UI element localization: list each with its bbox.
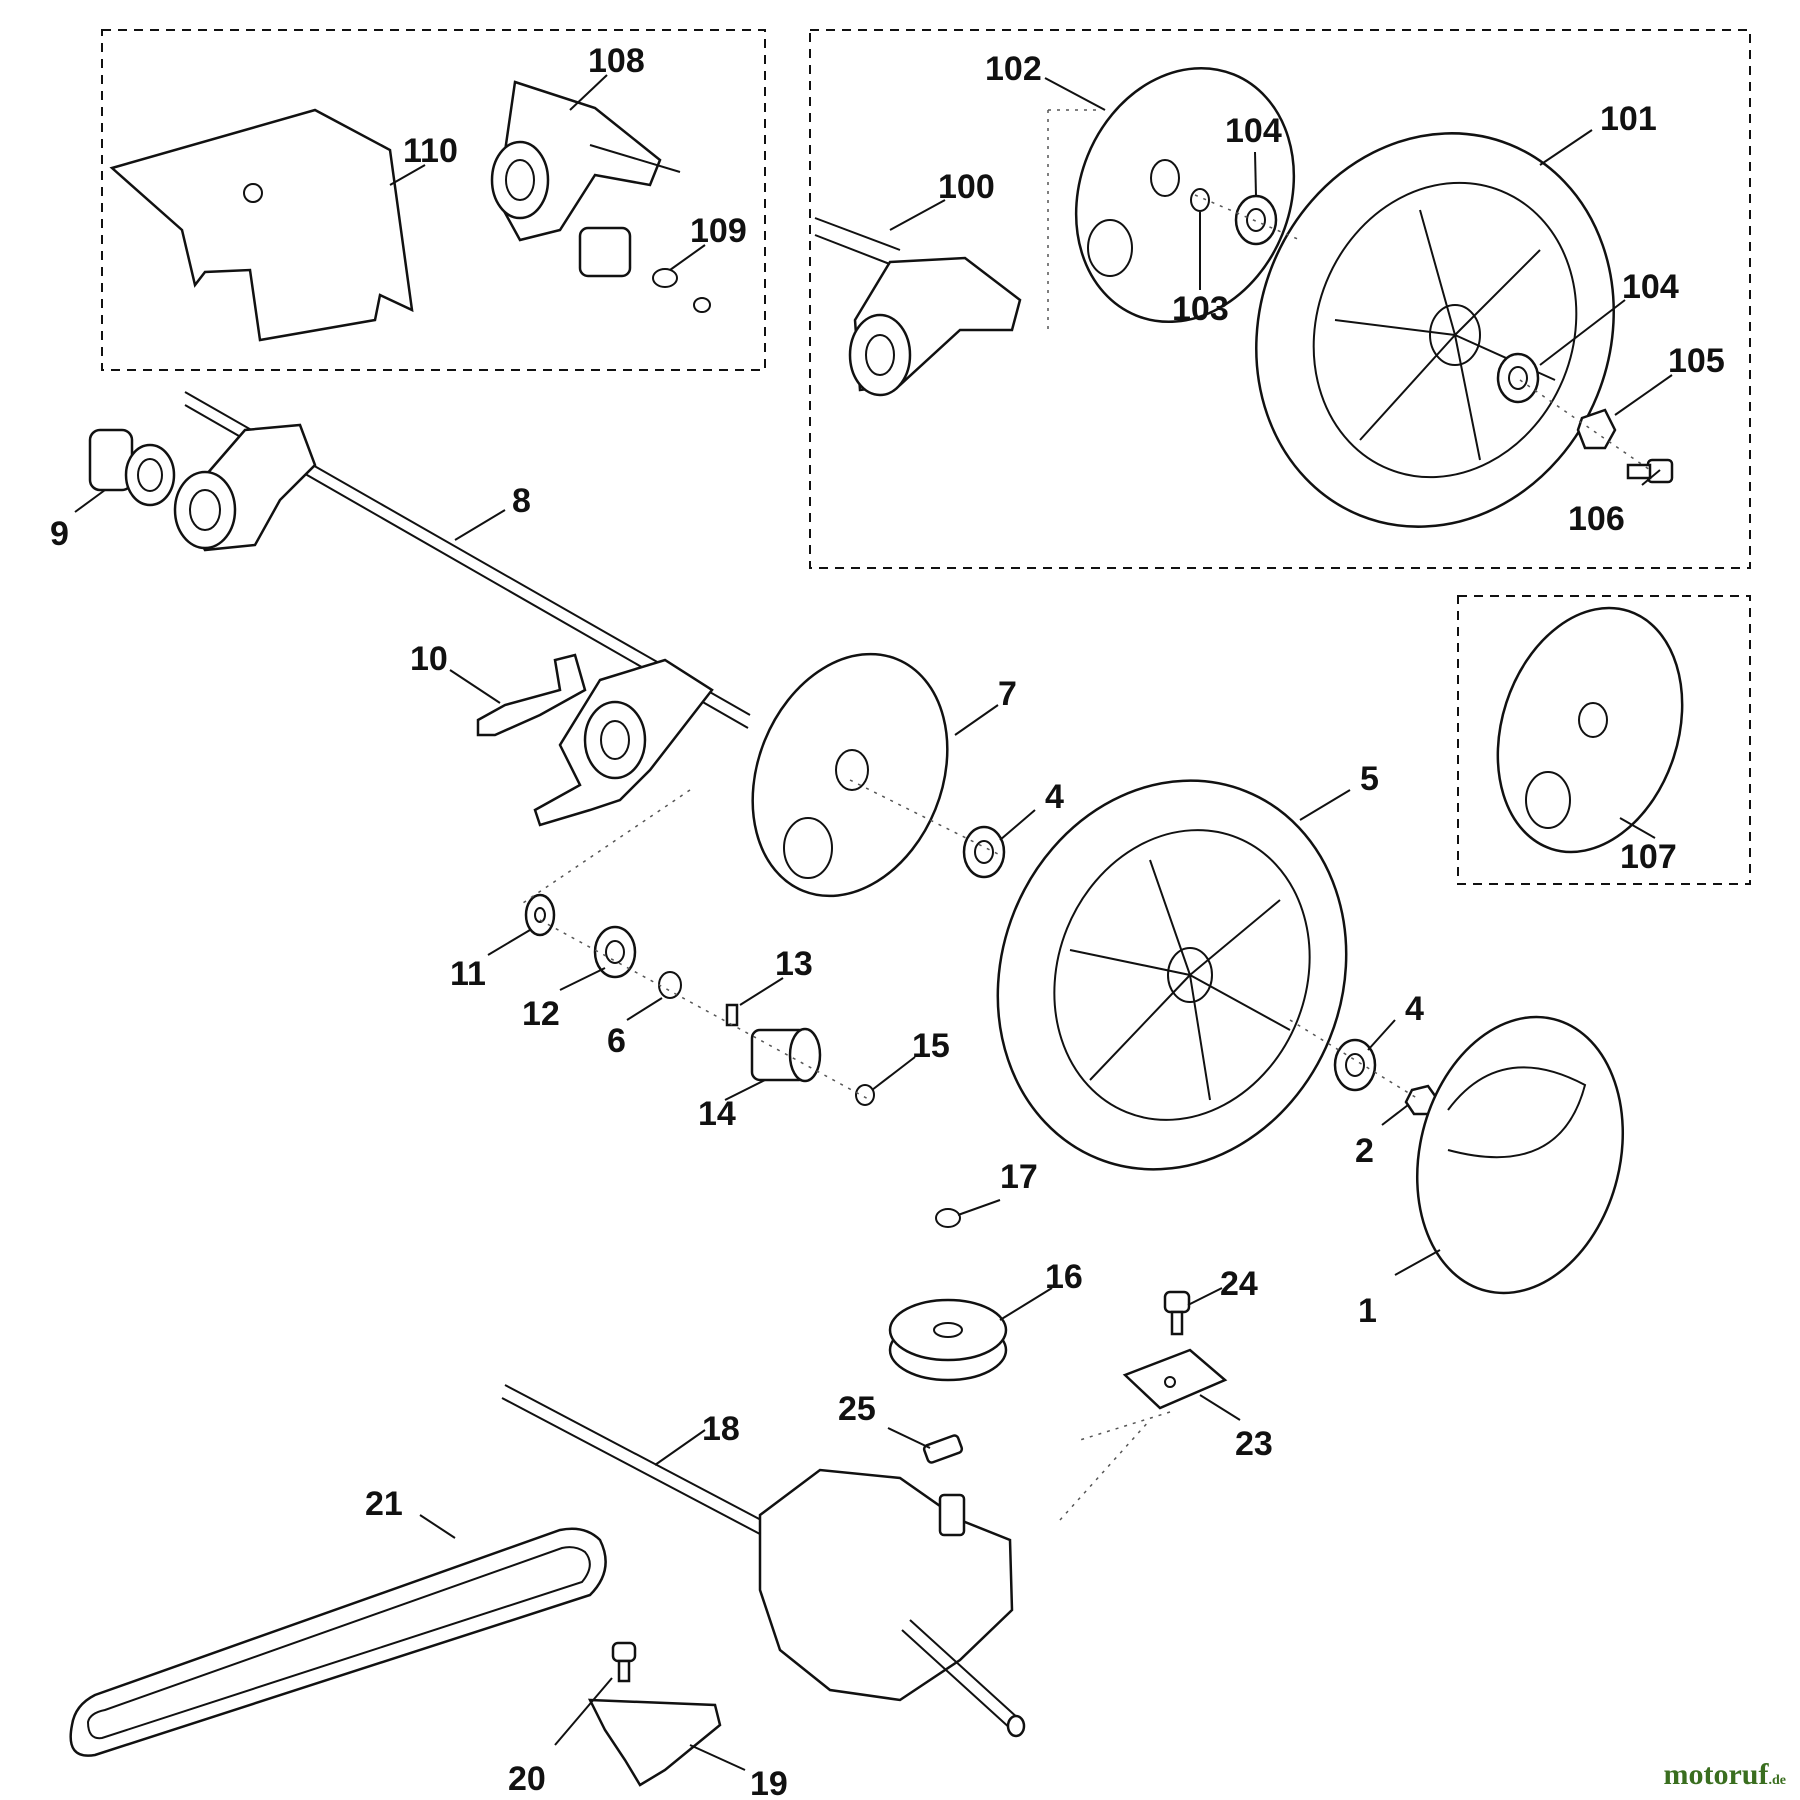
part-19-guide xyxy=(587,1698,722,1787)
label-16: 16 xyxy=(1045,1258,1083,1296)
label-19: 19 xyxy=(750,1765,788,1800)
label-25: 25 xyxy=(838,1390,876,1428)
label-105: 105 xyxy=(1668,342,1725,380)
part-110-cover xyxy=(109,108,414,342)
part-7-disk xyxy=(751,652,949,898)
part-108-bracket xyxy=(490,80,681,278)
part-15-clip xyxy=(855,1084,875,1106)
label-5: 5 xyxy=(1360,760,1379,798)
label-1: 1 xyxy=(1358,1292,1377,1330)
label-23: 23 xyxy=(1235,1425,1273,1463)
part-labels: 108 110 109 100 102 104 103 101 104 105 … xyxy=(50,42,1725,1800)
label-106: 106 xyxy=(1568,500,1625,538)
group-box-top-right xyxy=(809,29,1751,569)
label-14: 14 xyxy=(698,1095,736,1133)
group-box-right xyxy=(1457,595,1751,885)
label-7: 7 xyxy=(998,675,1017,713)
part-102-hubcap xyxy=(1074,66,1296,324)
part-8-axle xyxy=(173,391,751,729)
label-103: 103 xyxy=(1172,290,1229,328)
label-6: 6 xyxy=(607,1022,626,1060)
part-21-belt xyxy=(69,1527,607,1757)
label-12: 12 xyxy=(522,995,560,1033)
part-16-pulley xyxy=(888,1298,1008,1382)
part-103-washer xyxy=(1190,188,1210,212)
part-11-washer xyxy=(524,893,556,937)
part-24-screw xyxy=(1163,1290,1191,1336)
label-17: 17 xyxy=(1000,1158,1038,1196)
label-107: 107 xyxy=(1620,838,1677,876)
part-10-clip xyxy=(476,653,587,737)
part-23-plate xyxy=(1122,1348,1228,1410)
part-4-bearing-upper xyxy=(962,825,1006,879)
label-104-top: 104 xyxy=(1225,112,1282,150)
part-18-gearbox xyxy=(501,1384,1026,1738)
group-box-top-left xyxy=(101,29,766,371)
part-14-gear xyxy=(750,1027,822,1083)
axle-right-bracket xyxy=(533,658,714,827)
part-105-nut xyxy=(1576,408,1617,450)
label-4-lower: 4 xyxy=(1405,990,1424,1028)
label-10: 10 xyxy=(410,640,448,678)
label-100: 100 xyxy=(938,168,995,206)
label-102: 102 xyxy=(985,50,1042,88)
part-104-bearing-top xyxy=(1234,194,1278,246)
part-5-wheel xyxy=(996,779,1348,1171)
label-20: 20 xyxy=(508,1760,546,1798)
part-13-key xyxy=(725,1003,739,1027)
part-20-screw xyxy=(611,1641,637,1683)
label-9: 9 xyxy=(50,515,69,553)
label-104-wheel: 104 xyxy=(1622,268,1679,306)
label-2: 2 xyxy=(1355,1132,1374,1170)
label-4-upper: 4 xyxy=(1045,778,1064,816)
label-11: 11 xyxy=(450,955,486,993)
part-17-clip xyxy=(935,1208,961,1228)
part-100-bracket xyxy=(814,217,1022,397)
label-101: 101 xyxy=(1600,100,1657,138)
part-6-ring xyxy=(658,971,682,999)
label-15: 15 xyxy=(912,1027,950,1065)
part-25-spring xyxy=(922,1434,964,1464)
watermark-logo: motoruf.de xyxy=(1663,1758,1786,1791)
part-109-clip xyxy=(652,268,711,313)
part-104-bearing-wheel xyxy=(1496,352,1540,404)
label-24: 24 xyxy=(1220,1265,1258,1303)
label-8: 8 xyxy=(512,482,531,520)
part-107-hubcap xyxy=(1496,606,1684,854)
alignment-lines xyxy=(519,109,1651,1521)
label-108: 108 xyxy=(588,42,645,80)
part-4-bearing-lower xyxy=(1333,1038,1377,1092)
label-18: 18 xyxy=(702,1410,740,1448)
part-101-wheel xyxy=(1255,132,1615,528)
part-9-sleeve xyxy=(88,428,176,507)
label-110: 110 xyxy=(403,132,458,170)
leader-lines xyxy=(74,74,1673,1771)
label-13: 13 xyxy=(775,945,813,983)
part-12-bearing xyxy=(593,925,637,979)
part-1-wheel-cover xyxy=(1415,1015,1625,1295)
part-106-screw xyxy=(1626,458,1674,484)
label-21: 21 xyxy=(365,1485,403,1523)
label-109: 109 xyxy=(690,212,747,250)
